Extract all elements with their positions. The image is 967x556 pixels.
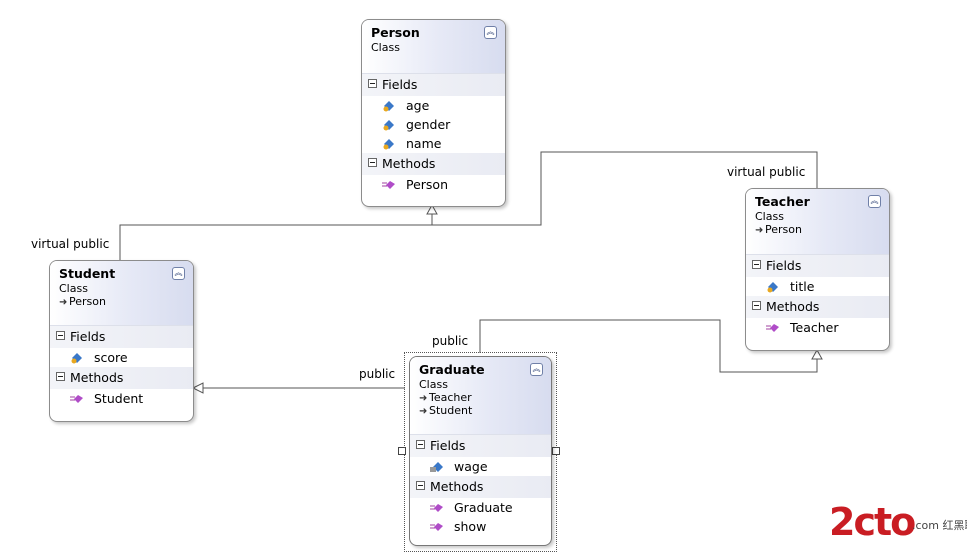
methods-section-header[interactable]: Methods: [410, 476, 551, 498]
edge-student-person: [119, 213, 433, 260]
class-header: Student Class ➜Person ︽: [50, 261, 193, 326]
field-protected-icon: [767, 282, 778, 293]
method-icon: [430, 523, 443, 531]
edge-label-teacher-person: virtual public: [727, 165, 806, 179]
collapse-toggle-icon[interactable]: [56, 372, 65, 381]
edge-label-graduate-teacher: public: [432, 334, 469, 348]
field-item[interactable]: name: [362, 134, 505, 153]
class-header: Person Class ︽: [362, 20, 505, 74]
class-kind: Class: [419, 378, 448, 391]
resize-handle-left[interactable]: [398, 447, 406, 455]
class-box-graduate[interactable]: Graduate Class ➜Teacher ➜Student ︽ Field…: [409, 356, 552, 546]
method-icon: [382, 181, 395, 189]
field-item[interactable]: gender: [362, 115, 505, 134]
method-item[interactable]: Student: [50, 389, 193, 408]
field-item[interactable]: wage: [410, 457, 551, 476]
watermark-subtext: .com 红黑联盟: [912, 519, 967, 532]
class-name: Graduate: [419, 362, 485, 377]
collapse-toggle-icon[interactable]: [416, 481, 425, 490]
class-kind: Class: [59, 282, 88, 295]
class-name: Person: [371, 25, 420, 40]
edge-graduate-teacher: [479, 319, 818, 373]
parent-class: ➜Person: [755, 223, 802, 236]
watermark-text: 2cto: [829, 500, 916, 544]
collapse-toggle-icon[interactable]: [752, 301, 761, 310]
parent-class: ➜Teacher: [419, 391, 472, 404]
class-kind: Class: [371, 41, 400, 54]
collapse-toggle-icon[interactable]: [416, 440, 425, 449]
field-protected-icon: [71, 353, 82, 364]
field-private-icon: [430, 462, 443, 472]
edge-label-graduate-student: public: [359, 367, 396, 381]
method-item[interactable]: Person: [362, 175, 505, 194]
inherits-arrow-icon: ➜: [59, 297, 68, 308]
collapse-toggle-icon[interactable]: [368, 158, 377, 167]
parent-class: ➜Student: [419, 404, 473, 417]
parent-class: ➜Person: [59, 295, 106, 308]
method-item[interactable]: Teacher: [746, 318, 889, 337]
fields-section-header[interactable]: Fields: [362, 74, 505, 96]
fields-section-header[interactable]: Fields: [746, 255, 889, 277]
fields-section-header[interactable]: Fields: [410, 435, 551, 457]
method-item[interactable]: show: [410, 517, 551, 536]
class-kind: Class: [755, 210, 784, 223]
class-name: Student: [59, 266, 116, 281]
class-header: Teacher Class ➜Person ︽: [746, 189, 889, 255]
collapse-toggle-icon[interactable]: [56, 331, 65, 340]
methods-section-header[interactable]: Methods: [746, 296, 889, 318]
methods-section-header[interactable]: Methods: [362, 153, 505, 175]
collapse-icon[interactable]: ︽: [484, 26, 497, 39]
edge-teacher-person: [432, 151, 818, 226]
method-icon: [70, 395, 83, 403]
collapse-icon[interactable]: ︽: [868, 195, 881, 208]
field-protected-icon: [383, 120, 394, 131]
field-item[interactable]: age: [362, 96, 505, 115]
collapse-toggle-icon[interactable]: [368, 79, 377, 88]
class-box-person[interactable]: Person Class ︽ Fields age gender name Me…: [361, 19, 506, 207]
resize-handle-right[interactable]: [552, 447, 560, 455]
fields-section-header[interactable]: Fields: [50, 326, 193, 348]
class-name: Teacher: [755, 194, 810, 209]
field-protected-icon: [383, 139, 394, 150]
method-icon: [430, 504, 443, 512]
collapse-icon[interactable]: ︽: [172, 267, 185, 280]
collapse-toggle-icon[interactable]: [752, 260, 761, 269]
field-protected-icon: [383, 101, 394, 112]
field-item[interactable]: score: [50, 348, 193, 367]
arrowhead-person: [426, 203, 438, 215]
class-header: Graduate Class ➜Teacher ➜Student ︽: [410, 357, 551, 435]
edge-label-student-person: virtual public: [31, 237, 110, 251]
collapse-icon[interactable]: ︽: [530, 363, 543, 376]
inherits-arrow-icon: ➜: [419, 406, 428, 417]
method-icon: [766, 324, 779, 332]
inherits-arrow-icon: ➜: [755, 225, 764, 236]
inherits-arrow-icon: ➜: [419, 393, 428, 404]
class-box-teacher[interactable]: Teacher Class ➜Person ︽ Fields title Met…: [745, 188, 890, 351]
class-box-student[interactable]: Student Class ➜Person ︽ Fields score Met…: [49, 260, 194, 422]
watermark-logo: 2cto .com 红黑联盟: [829, 500, 967, 544]
field-item[interactable]: title: [746, 277, 889, 296]
methods-section-header[interactable]: Methods: [50, 367, 193, 389]
arrowhead-teacher: [811, 348, 823, 360]
arrowhead-student: [191, 382, 204, 394]
method-item[interactable]: Graduate: [410, 498, 551, 517]
